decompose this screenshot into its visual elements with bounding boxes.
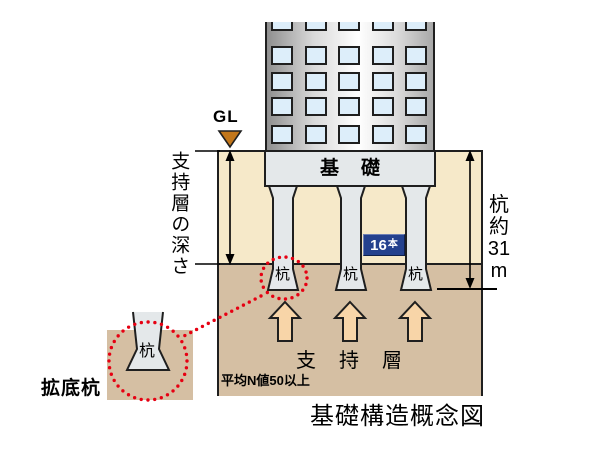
support-layer-label: 支持層	[296, 350, 425, 372]
building-window	[338, 125, 360, 144]
building-window	[271, 125, 293, 144]
foundation-slab: 基礎	[264, 150, 436, 187]
inset-pile-label: 杭	[139, 343, 156, 360]
enlarged-pile-label: 拡底杭	[41, 378, 102, 399]
building-window	[371, 125, 394, 144]
pile-length-label: 杭 約 31 m	[482, 194, 516, 282]
building-window	[338, 72, 360, 91]
gl-label: GL	[213, 107, 239, 126]
pile-length-line1: 杭	[489, 194, 509, 216]
building-window	[371, 46, 394, 65]
gl-marker-icon	[217, 130, 243, 149]
building-window	[304, 46, 327, 65]
pile-count-unit: 本	[387, 239, 398, 250]
building-window	[271, 72, 293, 91]
building	[265, 22, 435, 150]
building-window	[405, 97, 427, 116]
building-window	[271, 22, 293, 31]
building-window	[338, 46, 360, 65]
building-window	[371, 22, 394, 31]
pile-length-line2: 約	[489, 216, 509, 238]
building-window	[304, 125, 327, 144]
building-window	[271, 46, 293, 65]
building-window	[405, 72, 427, 91]
pile-label-1: 杭	[275, 266, 291, 283]
pile-length-line3: 31	[487, 238, 511, 260]
building-window	[405, 22, 427, 31]
pile-length-line4: m	[490, 260, 508, 282]
building-window	[338, 97, 360, 116]
building-window	[304, 72, 327, 91]
pile-label-2: 杭	[343, 266, 359, 283]
building-window	[304, 22, 327, 31]
n-value-note: 平均N値50以上	[221, 373, 310, 388]
building-window	[405, 125, 427, 144]
building-window	[271, 97, 293, 116]
building-window	[338, 22, 360, 31]
building-window	[371, 97, 394, 116]
building-window	[405, 46, 427, 65]
pile-count-badge: 16 本	[363, 234, 405, 256]
pile-count-number: 16	[370, 236, 387, 254]
depth-label: 支持層の深さ	[168, 151, 190, 277]
building-window	[304, 97, 327, 116]
foundation-label: 基礎	[319, 158, 402, 179]
enlarged-pile-inset-background	[107, 330, 193, 400]
diagram-caption: 基礎構造概念図	[310, 404, 485, 430]
building-window	[371, 72, 394, 91]
pile-label-3: 杭	[408, 266, 424, 283]
